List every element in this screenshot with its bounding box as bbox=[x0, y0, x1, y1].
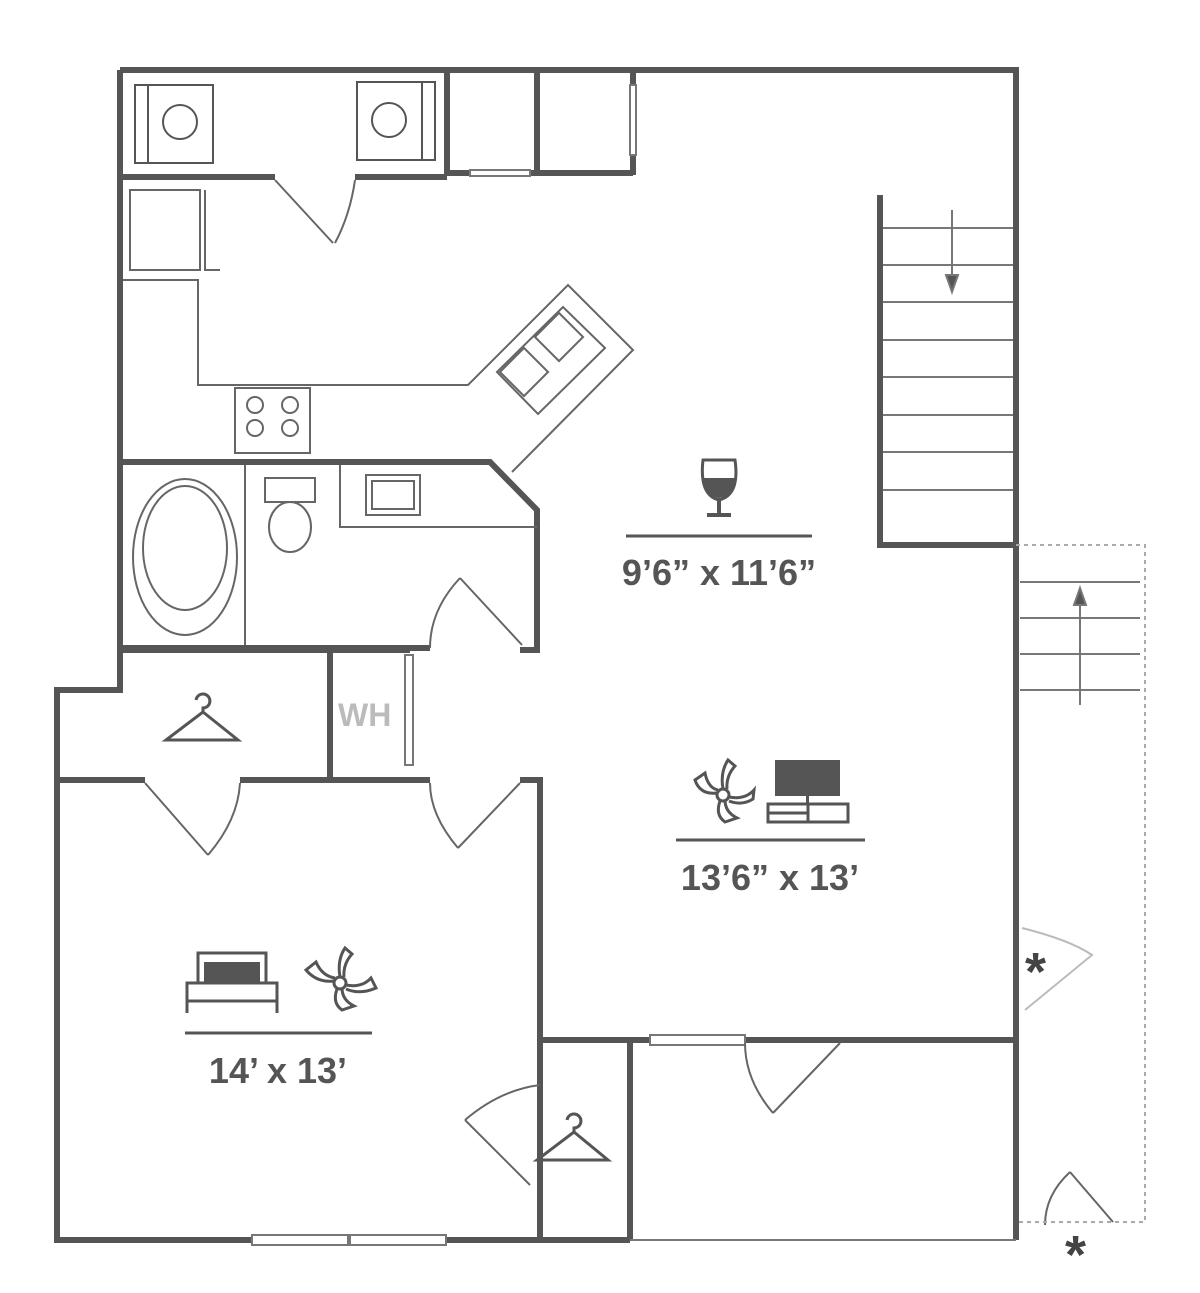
hanger-icon bbox=[161, 692, 613, 1162]
bath-fixtures bbox=[132, 465, 537, 645]
windows bbox=[251, 84, 746, 1246]
entry-door bbox=[1021, 927, 1094, 1011]
interior-stairs bbox=[883, 210, 1013, 491]
tv-icon bbox=[766, 760, 850, 824]
marker-asterisk: * bbox=[1065, 1225, 1087, 1285]
kitchen-counters bbox=[123, 189, 635, 473]
kitchen-dimensions: 9’6” x 11’6” bbox=[621, 552, 817, 593]
exterior-stairs bbox=[1016, 544, 1146, 1223]
dividers bbox=[185, 534, 865, 1035]
wine-glass-icon bbox=[700, 458, 738, 517]
ceiling-fan-icon bbox=[303, 757, 757, 1012]
bedroom-dimensions: 14’ x 13’ bbox=[208, 1050, 348, 1091]
living-dimensions: 13’6” x 13’ bbox=[680, 857, 860, 898]
water-heater-label: WH bbox=[338, 697, 392, 733]
marker-asterisk: * bbox=[1025, 942, 1047, 1002]
washer-dryer bbox=[134, 81, 436, 164]
bed-icon bbox=[185, 951, 279, 1013]
doors bbox=[144, 179, 1114, 1226]
